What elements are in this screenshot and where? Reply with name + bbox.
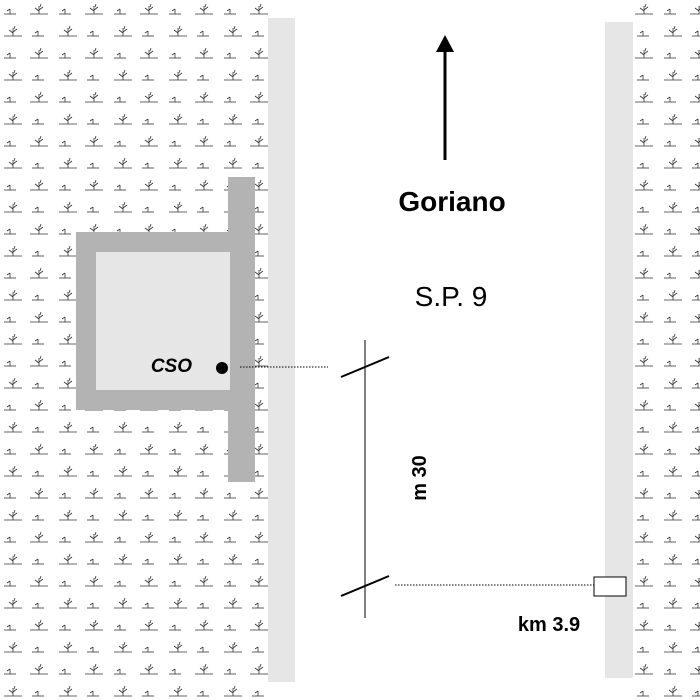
vegetation-area-right [633,0,700,700]
building [76,177,255,482]
filled-circle-icon [216,362,228,374]
distance-label: m 30 [409,455,431,501]
road-edge-right [605,22,633,678]
station-label: CSO [151,356,192,377]
milestone-rectangle-icon [593,576,627,597]
road-label: S.P. 9 [415,281,488,312]
direction-label: Goriano [398,186,505,217]
building-interior [96,252,230,390]
road-edge-left [268,18,295,682]
arrow-up-icon [436,35,454,160]
kilometer-label: km 3.9 [518,614,580,636]
distance-dimension [340,340,390,618]
